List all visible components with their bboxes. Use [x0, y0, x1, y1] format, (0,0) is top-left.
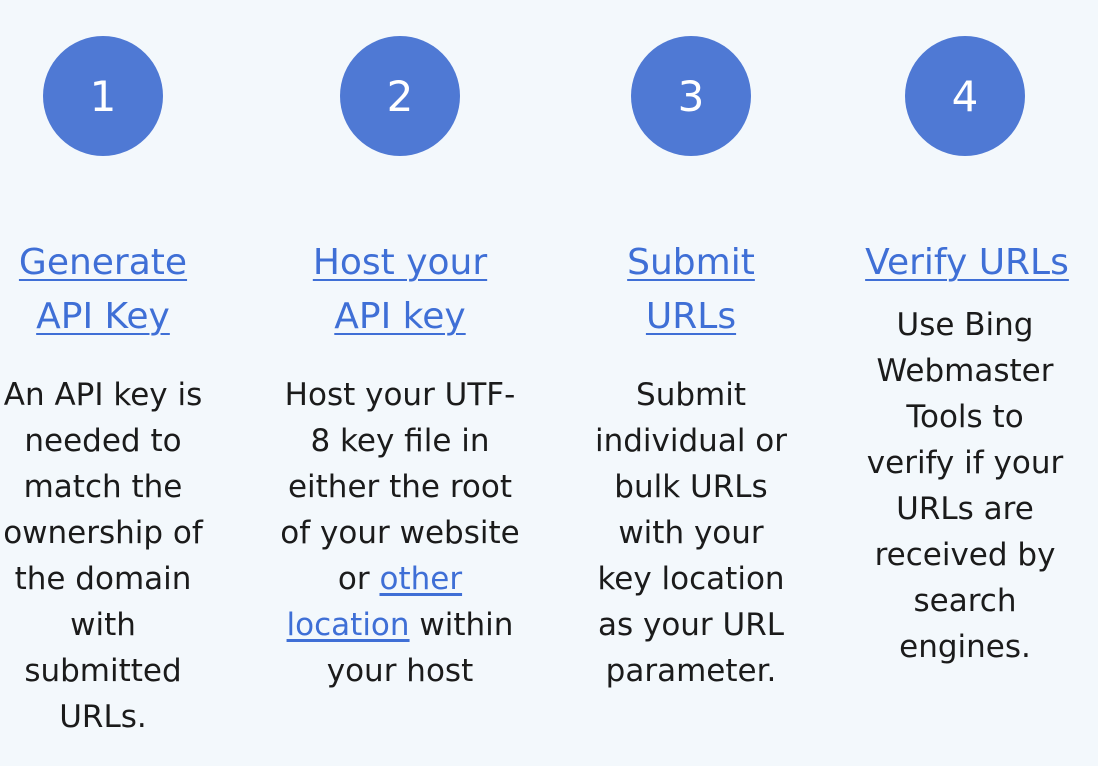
verify-urls-link[interactable]: Verify URLs [865, 242, 1069, 283]
step-description: Submit individual or bulk URLs with your… [594, 377, 787, 689]
step-description: An API key is needed to match the owners… [3, 377, 203, 735]
other-location-link[interactable]: other location [286, 561, 463, 643]
step-generate-api-key: 1 Generate API Key An API key is needed … [0, 0, 206, 740]
generate-api-key-link[interactable]: Generate API Key [18, 242, 188, 337]
description-text: Host your UTF-8 key file in either the r… [280, 377, 520, 597]
step-verify-urls: 4 Verify URLs Use Bing Webmaster Tools t… [862, 0, 1069, 670]
host-api-key-link[interactable]: Host your API key [312, 242, 488, 337]
step-number: 2 [386, 71, 414, 121]
step-number-badge: 4 [905, 36, 1025, 156]
step-host-api-key: 2 Host your API key Host your UTF-8 key … [280, 0, 520, 694]
step-number: 3 [677, 71, 705, 121]
step-description: Host your UTF-8 key file in either the r… [280, 372, 520, 694]
step-number: 4 [951, 71, 979, 121]
step-number-badge: 3 [631, 36, 751, 156]
step-description: Use Bing Webmaster Tools to verify if yo… [866, 307, 1064, 665]
step-number: 1 [89, 71, 117, 121]
submit-urls-link[interactable]: Submit URLs [627, 242, 755, 337]
description-text: within your host [326, 607, 514, 689]
step-number-badge: 2 [340, 36, 460, 156]
step-number-badge: 1 [43, 36, 163, 156]
step-submit-urls: 3 Submit URLs Submit individual or bulk … [592, 0, 790, 694]
